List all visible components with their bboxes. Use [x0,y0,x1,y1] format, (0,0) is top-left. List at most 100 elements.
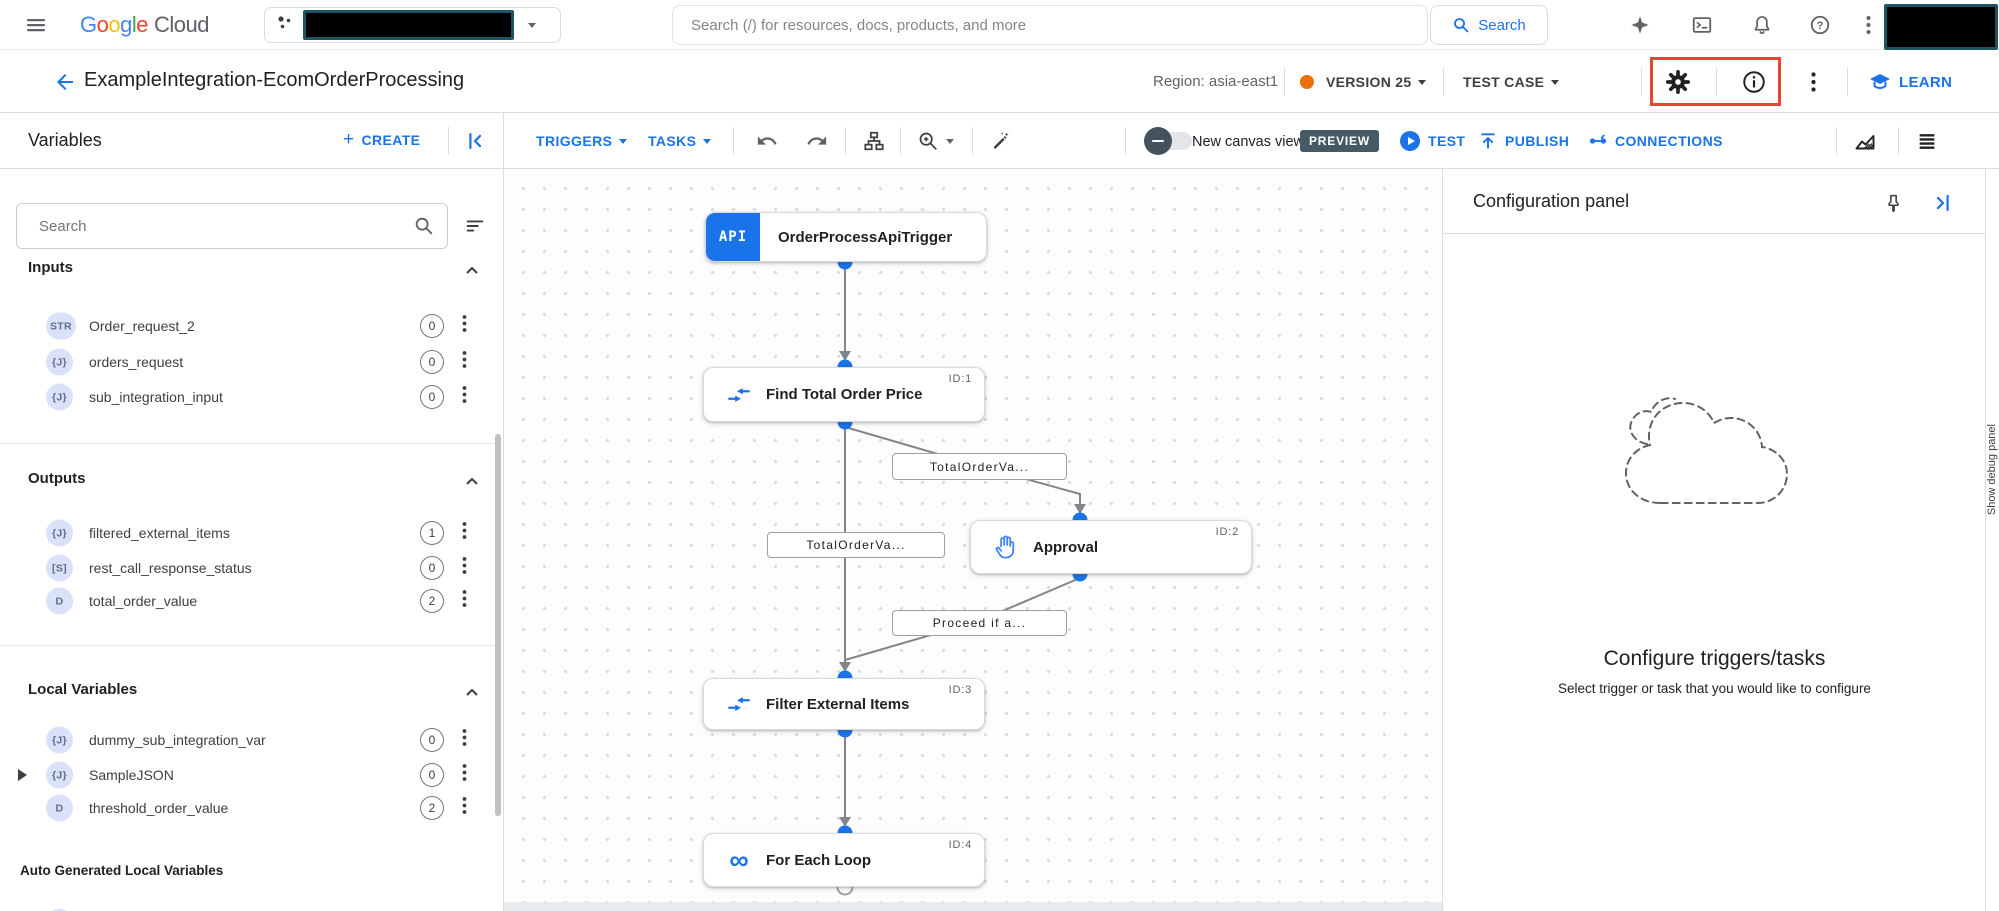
row-menu-icon[interactable] [462,557,467,580]
variables-sidebar: Inputs STR Order_request_2 0 {J} orders_… [0,169,504,911]
variable-row[interactable]: STR Order_request_2 0 [0,309,503,343]
project-icon [277,15,293,36]
show-debug-panel-strip[interactable]: Show debug panel [1985,169,1999,911]
info-icon[interactable] [1741,69,1767,95]
node-id-label: ID:1 [948,373,972,385]
highlight-red-box [1650,57,1781,106]
variable-count-chip: 0 [420,556,444,580]
row-menu-icon[interactable] [462,351,467,374]
more-actions-icon[interactable] [1805,69,1821,95]
variable-name: orders_request [89,354,184,370]
collapse-right-icon[interactable] [1931,191,1955,215]
zoom-control[interactable] [917,129,954,153]
variable-row[interactable]: D total_order_value 2 [0,584,503,618]
google-cloud-logo[interactable]: Google Cloud [80,10,209,40]
back-arrow-icon[interactable] [52,69,78,95]
pin-icon[interactable] [1881,191,1905,215]
row-menu-icon[interactable] [462,386,467,409]
row-menu-icon[interactable] [462,797,467,820]
publish-icon [1478,131,1498,151]
variable-row[interactable]: [S] rest_call_response_status 0 [0,551,503,585]
create-label: CREATE [361,132,421,148]
variable-type-badge: {J} [46,348,73,376]
row-menu-icon[interactable] [462,764,467,787]
metrics-chart-icon[interactable] [1852,129,1878,153]
variable-count-chip: 0 [420,350,444,374]
variables-panel-header: Variables + CREATE [0,113,504,168]
gemini-sparkle-icon[interactable] [1628,13,1652,37]
test-case-dropdown[interactable]: TEST CASE [1463,73,1560,91]
global-search-button[interactable]: Search [1430,5,1548,45]
undo-icon[interactable] [755,129,779,153]
settings-gear-icon[interactable] [1665,69,1691,95]
row-menu-icon[interactable] [462,522,467,545]
variable-row[interactable]: {J} dummy_sub_integration_var 0 [0,723,503,757]
row-menu-icon[interactable] [462,729,467,752]
cloud-shell-icon[interactable] [1690,13,1714,37]
learn-cap-icon [1868,70,1892,94]
hamburger-menu-icon[interactable] [22,13,50,37]
variable-row[interactable]: {J} filtered_external_items 1 [0,516,503,550]
log-list-icon[interactable] [1914,129,1940,153]
variable-name: total_order_value [89,593,198,609]
integration-canvas[interactable]: TotalOrderVa... TotalOrderVa... Proceed … [504,169,1442,911]
project-selector[interactable] [264,7,561,43]
chevron-up-icon[interactable] [464,685,480,703]
global-search-input[interactable] [672,5,1428,45]
canvas-horizontal-scrollbar[interactable] [504,902,1442,911]
config-panel-title: Configuration panel [1473,191,1630,211]
new-canvas-toggle[interactable] [1144,127,1192,155]
collapse-panel-icon[interactable] [463,129,487,153]
node-filter-external-items[interactable]: ID:3 Filter External Items [703,678,985,730]
tasks-dropdown[interactable]: TASKS [648,133,712,149]
magic-edit-icon[interactable] [988,129,1012,153]
chevron-up-icon[interactable] [464,474,480,492]
node-for-each-loop[interactable]: ID:4 ∞ For Each Loop [703,833,985,887]
variable-type-badge: {J} [46,519,73,547]
zoom-in-icon [917,130,939,152]
node-order-process-api-trigger[interactable]: API OrderProcessApiTrigger [705,212,987,262]
variable-row[interactable]: {J} SampleJSON 0 [0,758,503,792]
sidebar-search-input[interactable] [37,204,411,248]
variable-type-badge: STR [46,312,76,340]
node-approval[interactable]: ID:2 Approval [970,520,1252,574]
project-name-redacted [303,10,514,40]
row-menu-icon[interactable] [462,315,467,338]
variable-row[interactable]: {J} sub_integration_input 0 [0,380,503,414]
avatar[interactable] [1884,4,1998,50]
triggers-label: TRIGGERS [536,133,613,149]
learn-button[interactable]: LEARN [1868,69,1952,95]
create-variable-button[interactable]: + CREATE [343,130,421,149]
help-icon[interactable]: ? [1808,13,1832,37]
variable-row[interactable]: {J} orders_request 0 [0,345,503,379]
variable-name: filtered_external_items [89,525,230,541]
test-button[interactable]: TEST [1400,130,1465,152]
variable-name: rest_call_response_status [89,560,252,576]
chevron-up-icon[interactable] [464,263,480,281]
node-find-total-order-price[interactable]: ID:1 Find Total Order Price [703,367,985,422]
auto-layout-icon[interactable] [862,129,886,153]
loop-infinity-icon: ∞ [729,845,749,875]
edge-label[interactable]: Proceed if a... [892,610,1067,636]
variable-type-badge: [S] [46,554,73,582]
version-dropdown[interactable]: VERSION 25 [1326,73,1427,91]
search-icon [413,215,435,242]
row-menu-icon[interactable] [462,590,467,613]
edge-label[interactable]: TotalOrderVa... [892,453,1067,480]
redo-icon[interactable] [805,129,829,153]
tasks-label: TASKS [648,133,697,149]
notifications-bell-icon[interactable] [1750,13,1774,37]
node-id-label: ID:4 [948,839,972,851]
expand-arrow-icon[interactable] [18,769,27,781]
variable-row[interactable]: D threshold_order_value 2 [0,791,503,825]
connections-button[interactable]: CONNECTIONS [1588,130,1723,152]
publish-button[interactable]: PUBLISH [1478,130,1569,152]
edge-label[interactable]: TotalOrderVa... [767,532,945,558]
node-title: Filter External Items [766,695,910,713]
variable-name: sub_integration_input [89,389,223,405]
sort-icon[interactable] [462,214,488,238]
sidebar-scrollbar[interactable] [495,434,501,816]
triggers-dropdown[interactable]: TRIGGERS [536,133,628,149]
chevron-down-icon [619,138,628,144]
overflow-menu-icon[interactable] [1858,13,1878,37]
